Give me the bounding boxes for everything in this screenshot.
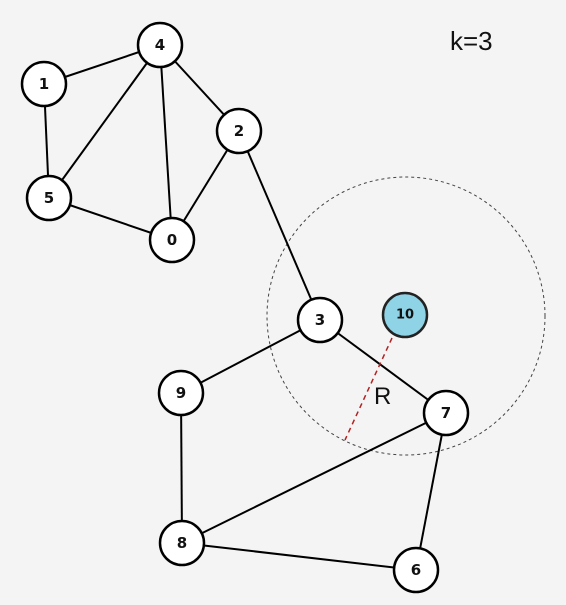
- node-1: 1: [20, 60, 68, 108]
- edge-4-0: [159, 44, 173, 241]
- node-circle: [392, 546, 440, 594]
- node-0: 0: [148, 216, 196, 264]
- node-label: 9: [176, 384, 186, 402]
- node-label: 2: [234, 122, 244, 140]
- node-circle: [136, 21, 184, 69]
- node-label: 5: [44, 189, 54, 207]
- radius-label: R: [374, 383, 391, 410]
- edge-3-9: [180, 319, 321, 394]
- node-6: 6: [392, 546, 440, 594]
- node-circle: [157, 369, 205, 417]
- radius-line: [344, 337, 393, 441]
- node-label: 8: [177, 534, 187, 552]
- query-node-circle: [381, 291, 429, 339]
- node-9: 9: [157, 369, 205, 417]
- edge-4-5: [48, 44, 161, 199]
- node-label: 6: [411, 561, 421, 579]
- node-8: 8: [158, 519, 206, 567]
- node-label: 4: [155, 36, 165, 54]
- node-2: 2: [215, 107, 263, 155]
- node-7: 7: [422, 389, 470, 437]
- node-label: 1: [39, 75, 49, 93]
- node-10: 10: [381, 291, 429, 339]
- edge-3-7: [319, 319, 447, 414]
- node-label: 0: [167, 231, 177, 249]
- node-circle: [296, 296, 344, 344]
- node-circle: [215, 107, 263, 155]
- node-circle: [422, 389, 470, 437]
- edge-9-8: [180, 392, 183, 544]
- node-circle: [148, 216, 196, 264]
- edge-8-7: [181, 412, 447, 544]
- node-circle: [20, 60, 68, 108]
- node-circle: [25, 174, 73, 222]
- node-circle: [158, 519, 206, 567]
- edge-7-6: [415, 412, 447, 571]
- node-label: 7: [441, 404, 451, 422]
- edge-2-3: [238, 130, 321, 321]
- k-label: k=3: [450, 26, 493, 56]
- node-4: 4: [136, 21, 184, 69]
- node-5: 5: [25, 174, 73, 222]
- node-label: 10: [396, 308, 414, 323]
- edge-8-6: [181, 542, 417, 571]
- nodes: 0 1 2 3 4 5 6 7 8 9 10: [20, 21, 470, 594]
- node-label: 3: [315, 311, 325, 329]
- node-3: 3: [296, 296, 344, 344]
- search-radius-circle: [266, 176, 546, 456]
